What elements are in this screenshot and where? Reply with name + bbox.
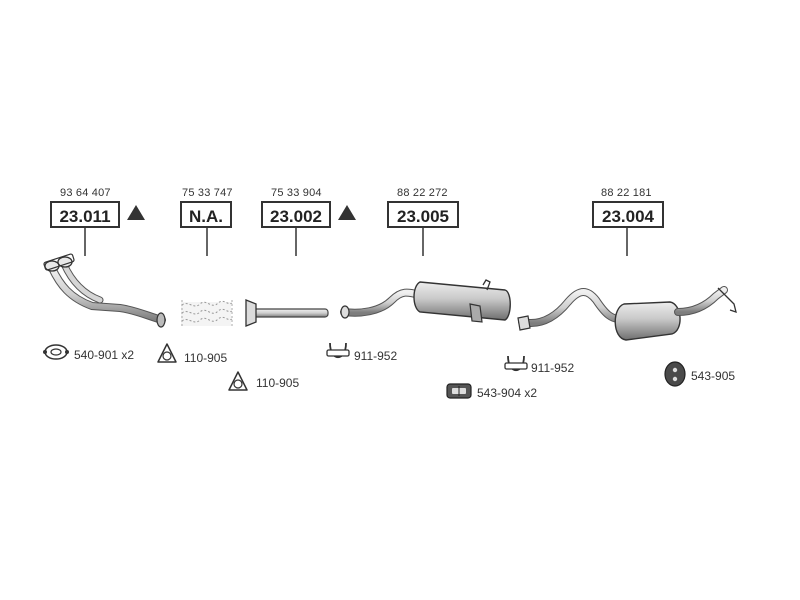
warning-triangle-icon xyxy=(127,205,145,220)
accessory-label: 543-904 x2 xyxy=(477,386,538,400)
accessory-label: 540-901 x2 xyxy=(74,348,135,362)
u-clamp-icon xyxy=(326,342,350,359)
oe-number-na: 75 33 747 xyxy=(182,187,233,199)
accessory-label: 911-952 xyxy=(354,349,398,363)
flex-section-na xyxy=(181,300,233,328)
front-pipe-23011 xyxy=(43,253,166,328)
intermediate-pipe-23002 xyxy=(245,299,329,327)
part-code-23005[interactable]: 23.005 xyxy=(387,201,459,228)
accessory-label: 110-905 xyxy=(256,376,300,390)
rubber-hanger-icon xyxy=(664,361,686,387)
oe-number-23002: 75 33 904 xyxy=(271,187,322,199)
rubber-mount-icon xyxy=(446,383,472,399)
warning-triangle-icon xyxy=(338,205,356,220)
gasket-ring-icon xyxy=(43,344,69,360)
triangular-gasket-icon xyxy=(157,343,177,363)
accessory-label: 110-905 xyxy=(184,351,228,365)
accessory-label: 911-952 xyxy=(531,361,575,375)
oe-number-23004: 88 22 181 xyxy=(601,187,652,199)
middle-silencer-23005 xyxy=(340,279,511,323)
part-code-23002[interactable]: 23.002 xyxy=(261,201,331,228)
leader-lines xyxy=(84,228,628,256)
u-clamp-icon xyxy=(504,355,528,372)
oe-number-23005: 88 22 272 xyxy=(397,187,448,199)
rear-silencer-23004 xyxy=(517,286,737,341)
part-code-23004[interactable]: 23.004 xyxy=(592,201,664,228)
oe-number-23011: 93 64 407 xyxy=(60,187,111,199)
part-code-na[interactable]: N.A. xyxy=(180,201,232,228)
part-code-23011[interactable]: 23.011 xyxy=(50,201,120,228)
accessory-label: 543-905 xyxy=(691,369,736,383)
triangular-gasket-icon xyxy=(228,371,248,391)
